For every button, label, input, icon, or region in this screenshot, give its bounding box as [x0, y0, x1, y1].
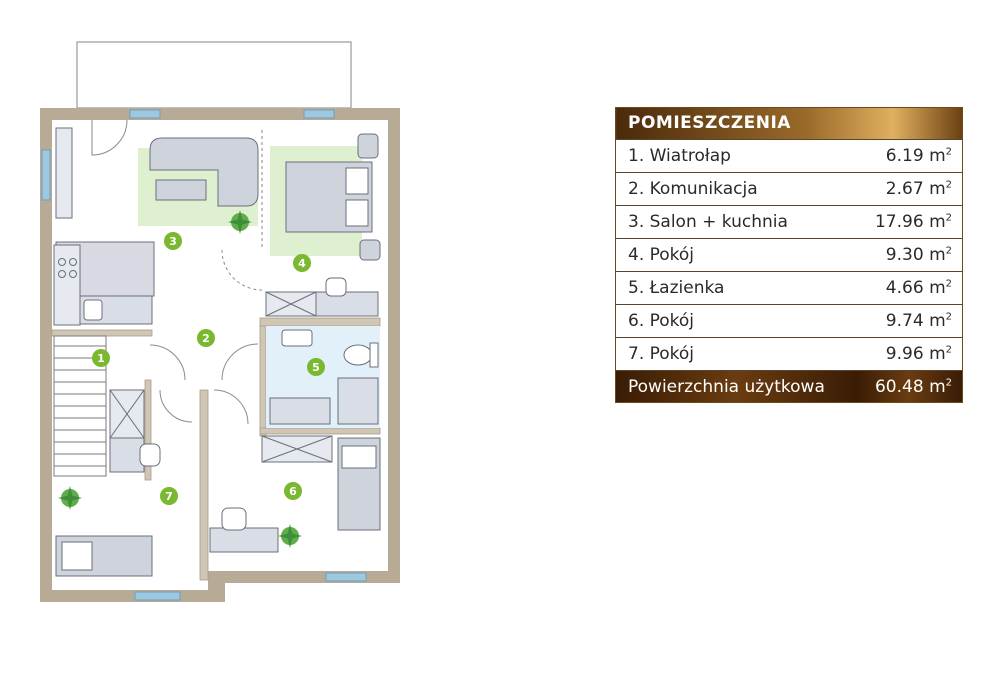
windows [41, 109, 367, 601]
room-label: 3. Salon + kuchnia [615, 205, 856, 239]
room-area: 9.30 m2 [855, 238, 963, 272]
table-row: 7. Pokój 9.96 m2 [615, 337, 963, 371]
total-label: Powierzchnia użytkowa [615, 370, 856, 403]
room-6-furniture [209, 435, 381, 553]
room-area: 9.96 m2 [855, 337, 963, 371]
room-marker-4: 4 [293, 254, 311, 272]
room-label: 1. Wiatrołap [615, 139, 856, 173]
table-row: 3. Salon + kuchnia 17.96 m2 [615, 205, 963, 239]
floor-plan: 1 2 3 4 5 6 7 [40, 41, 400, 602]
svg-text:6: 6 [289, 485, 297, 498]
balcony [76, 41, 352, 109]
plant-icons [58, 210, 302, 548]
room-area: 6.19 m2 [855, 139, 963, 173]
room-marker-1: 1 [92, 349, 110, 367]
svg-text:4: 4 [298, 257, 306, 270]
door-swings [91, 119, 263, 425]
room-label: 5. Łazienka [615, 271, 856, 305]
svg-text:3: 3 [169, 235, 177, 248]
stairs [53, 335, 107, 477]
room-markers: 1 2 3 4 5 6 7 [92, 232, 325, 505]
room-marker-5: 5 [307, 358, 325, 376]
svg-text:1: 1 [97, 352, 105, 365]
room-label: 2. Komunikacja [615, 172, 856, 206]
table-row: 6. Pokój 9.74 m2 [615, 304, 963, 338]
total-area: 60.48 m2 [855, 370, 963, 403]
svg-text:2: 2 [202, 332, 210, 345]
room-marker-3: 3 [164, 232, 182, 250]
rooms-table: POMIESZCZENIA 1. Wiatrołap 6.19 m2 2. Ko… [615, 107, 963, 403]
total-row: Powierzchnia użytkowa 60.48 m2 [615, 370, 963, 403]
room-label: 6. Pokój [615, 304, 856, 338]
table-row: 1. Wiatrołap 6.19 m2 [615, 139, 963, 173]
wardrobe-room-4 [265, 277, 379, 317]
table-row: 2. Komunikacja 2.67 m2 [615, 172, 963, 206]
room-marker-2: 2 [197, 329, 215, 347]
room-area: 9.74 m2 [855, 304, 963, 338]
svg-text:5: 5 [312, 361, 320, 374]
kitchen [53, 127, 155, 326]
bathroom-fixtures [269, 329, 379, 425]
room-area: 4.66 m2 [855, 271, 963, 305]
room-7-furniture [55, 389, 161, 577]
room-label: 4. Pokój [615, 238, 856, 272]
room-label: 7. Pokój [615, 337, 856, 371]
table-row: 4. Pokój 9.30 m2 [615, 238, 963, 272]
room-marker-6: 6 [284, 482, 302, 500]
rooms-table-header: POMIESZCZENIA [615, 107, 963, 140]
sofa [149, 137, 259, 207]
table-row: 5. Łazienka 4.66 m2 [615, 271, 963, 305]
room-area: 17.96 m2 [855, 205, 963, 239]
room-area: 2.67 m2 [855, 172, 963, 206]
svg-text:7: 7 [165, 490, 173, 503]
room-marker-7: 7 [160, 487, 178, 505]
bed-room-4 [285, 133, 381, 261]
